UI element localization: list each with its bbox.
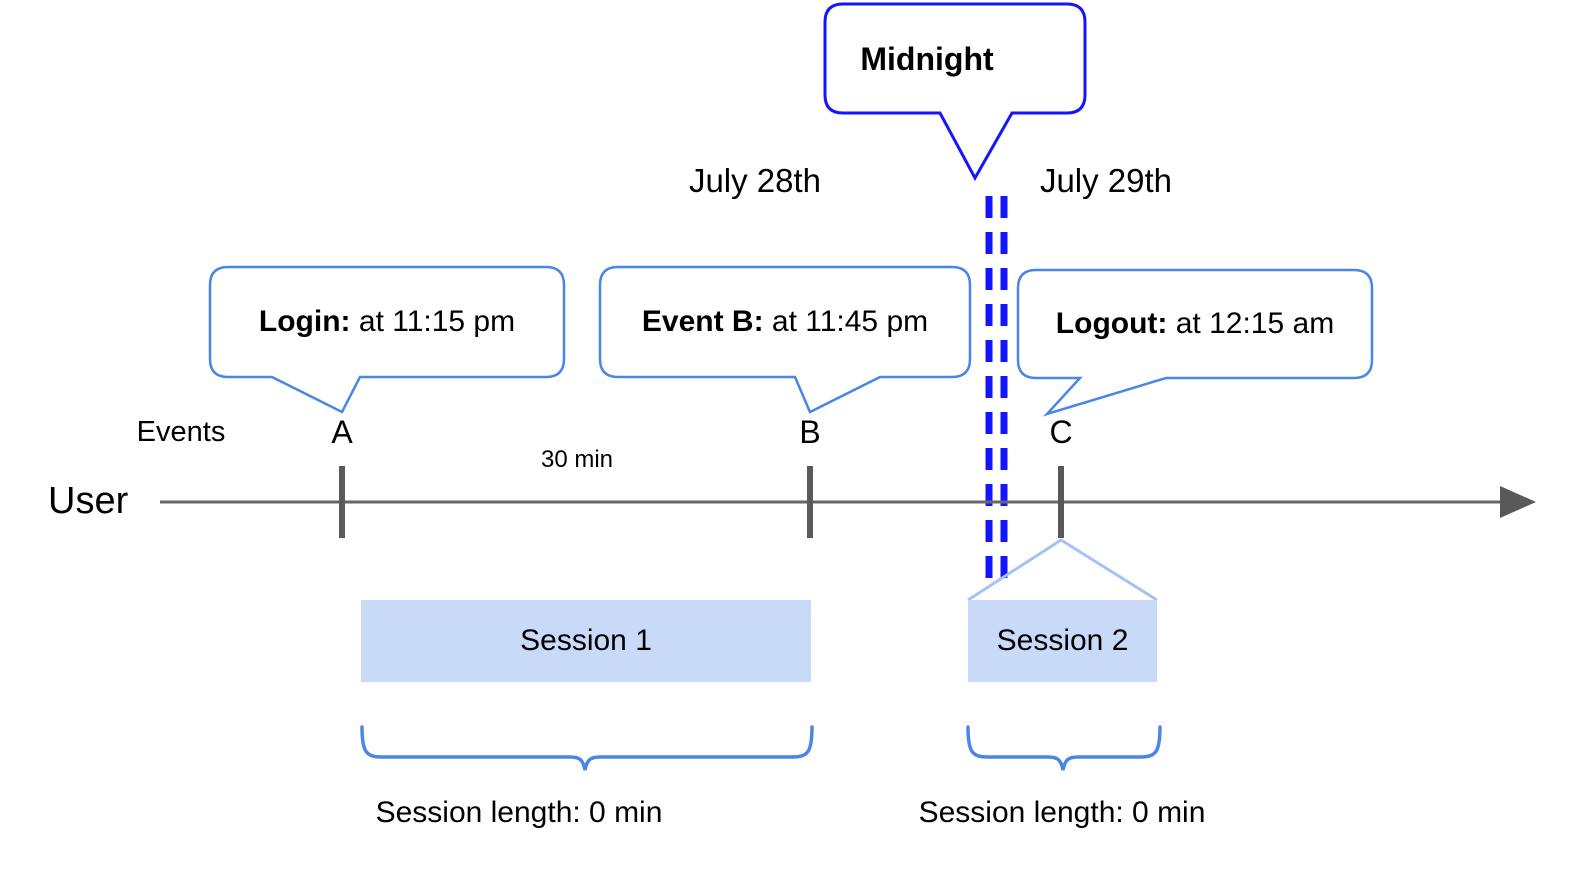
events-row-label: Events <box>136 416 226 448</box>
tick-label-b: B <box>799 414 821 450</box>
login-callout-shape <box>208 265 566 414</box>
event-b-callout-text: Event B: at 11:45 pm <box>642 307 928 337</box>
midnight-label: Midnight <box>860 41 994 77</box>
midnight-callout-shape <box>823 2 1087 182</box>
session-2-tent-connector <box>967 538 1158 602</box>
session-2-length-label: Session length: 0 min <box>918 796 1206 829</box>
session-2-brace <box>966 725 1162 771</box>
logout-callout-rest: at 12:15 am <box>1167 307 1335 340</box>
session-1-length-label: Session length: 0 min <box>375 796 663 829</box>
event-b-callout-rest: at 11:45 pm <box>763 305 929 338</box>
login-callout-bold: Login: <box>258 305 351 338</box>
tick-label-a: A <box>331 414 353 450</box>
session-2-bar: Session 2 <box>968 600 1157 682</box>
login-callout-rest: at 11:15 pm <box>350 305 516 338</box>
midnight-dashed-lines <box>985 196 1008 582</box>
interval-label-30-min: 30 min <box>540 446 614 473</box>
timeline-axis <box>160 486 1536 518</box>
event-b-callout-shape <box>598 265 972 414</box>
logout-callout-bold: Logout: <box>1055 307 1168 340</box>
session-1-label: Session 1 <box>520 624 652 657</box>
user-row-label: User <box>48 480 129 522</box>
login-callout-text: Login: at 11:15 pm <box>259 307 515 337</box>
logout-callout-text: Logout: at 12:15 am <box>1056 309 1334 339</box>
session-2-label: Session 2 <box>996 624 1129 657</box>
tick-label-c: C <box>1049 414 1073 450</box>
date-label-july-28: July 28th <box>688 162 822 199</box>
session-1-brace <box>360 725 814 771</box>
logout-callout-shape <box>1016 268 1374 417</box>
date-label-july-29: July 29th <box>1039 162 1173 199</box>
session-1-bar: Session 1 <box>361 600 811 682</box>
event-b-callout-bold: Event B: <box>641 305 764 338</box>
event-tick-marks <box>339 466 1064 538</box>
